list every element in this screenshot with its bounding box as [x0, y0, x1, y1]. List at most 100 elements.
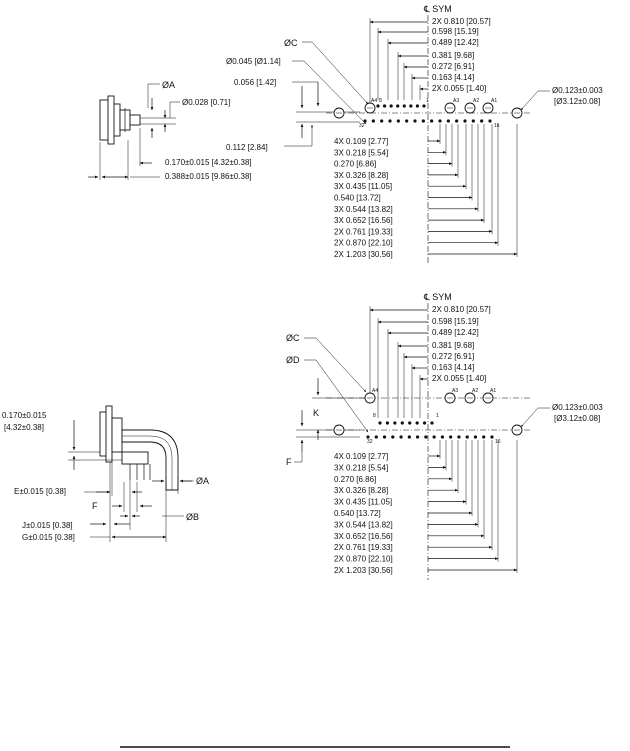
top-upper-dims: 2X 0.810 [20.57] 0.598 [15.19] 0.489 [12… — [369, 17, 491, 108]
top-footprint: A4 8 1 A3 A2 A1 32 16 Ø0.123±0.003 [Ø3.1… — [326, 86, 603, 129]
pin-contact — [380, 119, 384, 123]
bottom-upper-dims: 2X 0.810 [20.57] 0.598 [15.19] 0.489 [12… — [369, 305, 491, 418]
lower-dim-label: 2X 0.761 [19.33] — [334, 227, 393, 236]
top-upper-dim-2: 0.489 [12.42] — [432, 38, 479, 47]
bottom-footprint: A4 A3 A2 A1 8 1 32 16 Ø0.123±0.003 [Ø3.1… — [326, 388, 603, 445]
pin-label-1: 1 — [436, 413, 439, 419]
pin-contact — [389, 104, 393, 108]
pin-contact — [393, 421, 397, 425]
pin-contact — [471, 119, 475, 123]
pin-label-a1: A1 — [491, 98, 497, 104]
lower-dim-label: 4X 0.109 [2.77] — [334, 137, 388, 146]
pin-contact — [407, 435, 411, 439]
pin-label-8: 8 — [373, 413, 376, 419]
pin-label-a3: A3 — [452, 388, 458, 394]
pin-contact — [440, 435, 444, 439]
top-callout-phi-a: ØA — [162, 80, 175, 90]
bottom-upper-dim-5: 0.163 [4.14] — [432, 363, 474, 372]
pin-contact — [396, 119, 400, 123]
pin-label-1: 1 — [426, 98, 429, 104]
lower-dim-label: 3X 0.544 [13.82] — [334, 520, 393, 529]
pin-contact — [430, 119, 434, 123]
bottom-upper-dim-6: 2X 0.055 [1.40] — [432, 374, 486, 383]
lower-dim-label: 2X 1.203 [30.56] — [334, 250, 393, 259]
bottom-callout-k: K — [313, 408, 319, 418]
top-centerline-label: ℄ SYM — [423, 4, 452, 14]
top-callout-056: 0.056 [1.42] — [234, 78, 276, 87]
pin-label-a2: A2 — [472, 388, 478, 394]
bottom-section: ℄ SYM 2X 0.810 [20.57] 0.598 [15.19] 0.4… — [2, 292, 603, 580]
bottom-callout-f-left: F — [92, 501, 98, 511]
top-upper-dim-3: 0.381 [9.68] — [432, 51, 474, 60]
top-section: ℄ SYM 2X 0.810 [20.57] 0.598 [15.19] 0.4… — [88, 4, 603, 264]
pin-contact — [388, 119, 392, 123]
pin-contact — [363, 119, 367, 123]
lower-dim-label: 3X 0.326 [8.28] — [334, 171, 388, 180]
lower-dim-label: 2X 0.870 [22.10] — [334, 239, 393, 248]
pin-contact — [396, 104, 400, 108]
top-lower-dims: 4X 0.109 [2.77]3X 0.218 [5.54]0.270 [6.8… — [334, 124, 518, 259]
top-callout-112: 0.112 [2.84] — [226, 143, 268, 152]
pin-contact — [409, 104, 413, 108]
top-upper-dim-6: 2X 0.055 [1.40] — [432, 84, 486, 93]
pin-contact — [402, 104, 406, 108]
pin-contact — [415, 104, 420, 108]
pin-label-a4: A4 — [372, 388, 378, 394]
lower-dim-label: 3X 0.218 [5.54] — [334, 463, 388, 472]
lower-dim-label: 0.540 [13.72] — [334, 194, 381, 203]
bottom-callout-phi-a: ØA — [196, 476, 209, 486]
pin-label-32: 32 — [359, 123, 365, 129]
pin-contact — [465, 435, 469, 439]
top-callout-388: 0.388±0.015 [9.86±0.38] — [165, 172, 252, 181]
pin-contact — [457, 435, 461, 439]
lower-dim-label: 3X 0.218 [5.54] — [334, 148, 388, 157]
bottom-upper-dim-2: 0.489 [12.42] — [432, 328, 479, 337]
pin-label-a1: A1 — [490, 388, 496, 394]
top-upper-dim-4: 0.272 [6.91] — [432, 62, 474, 71]
pin-contact — [463, 119, 467, 123]
bottom-mount-callout-1: Ø0.123±0.003 — [552, 403, 603, 412]
pin-label-16: 16 — [494, 123, 500, 129]
lower-dim-label: 0.540 [13.72] — [334, 509, 381, 518]
lower-dim-label: 2X 0.761 [19.33] — [334, 543, 393, 552]
pin-contact — [378, 421, 382, 425]
bottom-callout-170-1: 0.170±0.015 — [2, 411, 47, 420]
pin-row-upper — [376, 104, 426, 108]
bottom-callout-e: E±0.015 [0.38] — [14, 487, 66, 496]
top-side-view: ØA Ø0.028 [0.71] 0.170±0.015 [4.32±0.38]… — [88, 80, 252, 181]
pin-label-32: 32 — [367, 439, 373, 445]
pin-contact — [415, 421, 419, 425]
pin-contact — [374, 435, 378, 439]
lower-dim-label: 3X 0.652 [16.56] — [334, 216, 393, 225]
lower-dim-label: 3X 0.435 [11.05] — [334, 182, 392, 191]
top-upper-dim-5: 0.163 [4.14] — [432, 73, 474, 82]
bottom-callout-phi-b: ØB — [186, 512, 199, 522]
bottom-lower-dims: 4X 0.109 [2.77] 3X 0.218 [5.54] 0.270 [6.8… — [334, 440, 518, 575]
lower-dim-label: 0.270 [6.86] — [334, 475, 376, 484]
lower-dim-label: 3X 0.435 [11.05] — [334, 498, 392, 507]
bottom-callout-phi-d: ØD — [286, 355, 300, 365]
pin-contact — [366, 435, 370, 439]
bottom-upper-dim-1: 0.598 [15.19] — [432, 317, 479, 326]
pin-contact — [488, 119, 492, 123]
lower-dim-label: 3X 0.544 [13.82] — [334, 205, 393, 214]
top-callout-phi-c: ØC — [284, 38, 298, 48]
bottom-callout-170-2: [4.32±0.38] — [4, 423, 44, 432]
pin-contact — [449, 435, 453, 439]
bottom-upper-dim-3: 0.381 [9.68] — [432, 341, 474, 350]
pin-contact — [416, 435, 420, 439]
pin-contact — [413, 119, 417, 123]
pin-contact — [422, 104, 426, 108]
bottom-side-view: 0.170±0.015 [4.32±0.38] ØA E±0.015 [0.38… — [2, 405, 209, 542]
pin-contact — [480, 119, 484, 123]
pin-contact — [399, 435, 403, 439]
pin-contact — [432, 435, 436, 439]
top-callout-170: 0.170±0.015 [4.32±0.38] — [165, 158, 252, 167]
lower-dim-label: 2X 0.870 [22.10] — [334, 555, 393, 564]
lower-dim-label: 4X 0.109 [2.77] — [334, 452, 388, 461]
pin-contact — [391, 435, 395, 439]
pin-contact — [421, 119, 425, 123]
pin-contact — [455, 119, 459, 123]
